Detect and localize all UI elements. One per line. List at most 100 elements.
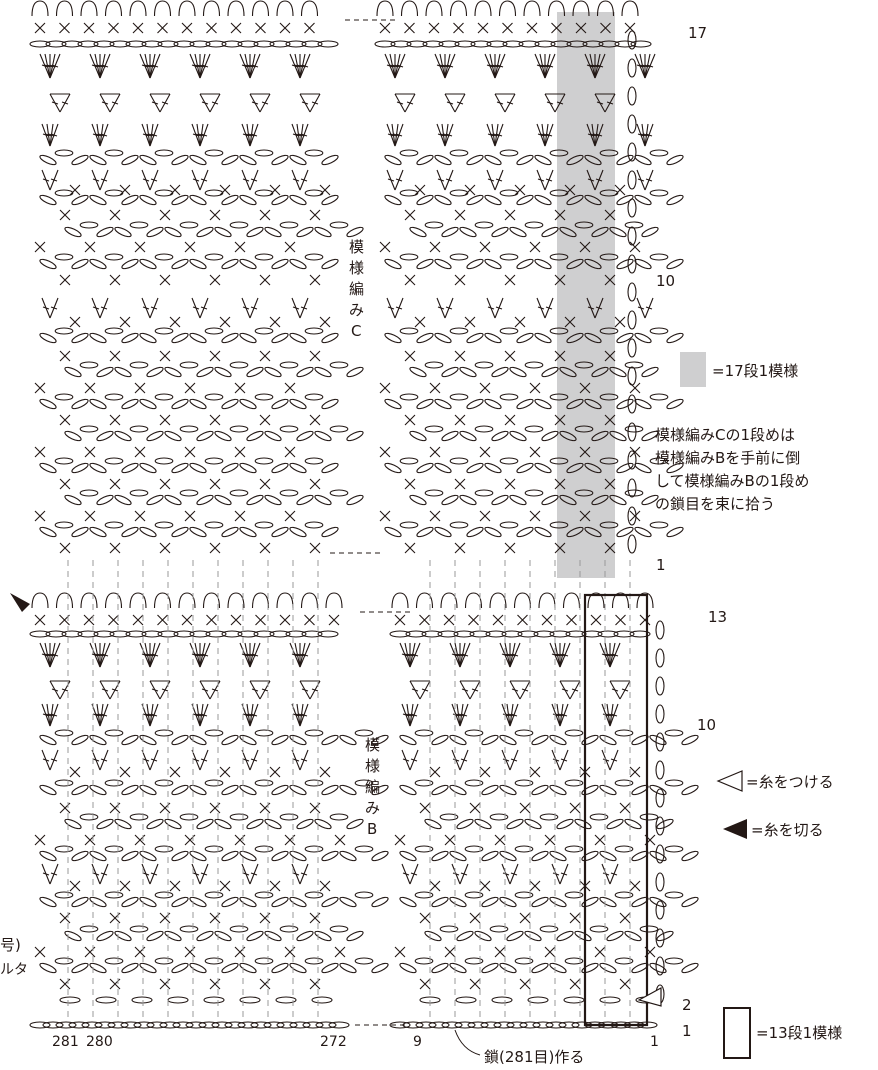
single-crochet-stitch [454,478,466,490]
chain-stitch [129,925,149,933]
chain-stitch [71,896,89,908]
single-crochet-stitch [429,241,441,253]
legend-cut-yarn-icon [723,819,747,839]
chain-stitch [173,40,195,48]
chain-stitch [204,327,224,335]
chain-stitch [484,258,502,270]
chain-stitch [301,40,323,48]
chain-stitch [456,930,474,942]
chain-stitch [139,734,157,746]
row-label-c-1: 1 [656,556,666,574]
chain-stitch [104,729,124,737]
single-crochet-stitch [454,542,466,554]
picot-stitch [636,592,654,609]
chain-stitch [599,521,619,529]
picot-stitch [498,0,517,17]
legend-join-yarn-icon [716,770,743,792]
chain-stitch [549,896,567,908]
chain-stitch [71,850,89,862]
chain-stitch [39,962,57,974]
single-crochet-stitch [604,414,616,426]
chain-stitch [64,930,82,942]
stitch-label-281: 281 [52,1034,79,1050]
row-label-b-10: 10 [697,716,716,734]
chain-stitch [449,393,469,401]
chain-stitch [289,850,307,862]
chain-stitch [329,489,349,497]
chain-stitch [416,194,434,206]
picot-stitch [31,592,49,609]
chain-stitch [664,729,684,737]
chain-stitch [54,327,74,335]
chain-stitch [301,630,323,638]
chain-stitch [96,366,114,378]
svg-text:C: C [351,322,361,340]
single-crochet-stitch [59,414,71,426]
chain-stitch [171,332,189,344]
chain-stitch [614,957,634,965]
single-crochet-stitch [594,834,606,846]
picot-stitch [227,0,245,17]
chain-stitch [89,734,107,746]
chain-stitch [481,734,499,746]
chain-stitch [279,489,299,497]
single-crochet-stitch [119,184,131,196]
chain-stitch [121,194,139,206]
single-crochet-stitch [529,446,541,458]
chain-stitch [599,327,619,335]
picot-stitch [31,0,49,17]
chain-stitch [311,996,333,1004]
chain-stitch [431,784,449,796]
chain-stitch [514,779,534,787]
picot-stitch [513,592,532,609]
chain-stitch [154,891,174,899]
single-crochet-stitch [269,880,281,892]
chain-stitch [627,226,637,246]
chain-stitch [399,457,419,465]
chain-stitch [254,189,274,197]
chain-stitch [139,332,157,344]
picot-stitch [523,0,541,17]
chain-stitch [271,154,289,166]
chain-stitch [664,957,684,965]
chain-stitch [139,896,157,908]
chain-stitch [221,962,239,974]
chain-stitch [54,891,74,899]
chain-stitch [139,194,157,206]
chain-stitch [666,398,684,410]
single-crochet-stitch [529,766,541,778]
single-crochet-stitch [34,22,46,34]
svg-text:み: み [349,301,364,319]
chain-stitch [630,40,652,48]
chain-stitch [474,489,494,497]
chain-stitch [271,258,289,270]
chain-stitch [321,962,339,974]
chain-stitch [399,253,419,261]
chain-stitch [79,813,99,821]
chain-stitch [629,630,651,638]
single-crochet-stitch [629,766,641,778]
chain-stitch [139,398,157,410]
chain-stitch [434,398,452,410]
single-crochet-stitch [159,274,171,286]
chain-stitch [627,366,637,386]
chain-stitch [614,40,636,48]
chain-stitch [599,189,619,197]
chain-stitch [616,332,634,344]
chain-stitch [129,361,149,369]
single-crochet-stitch [184,382,196,394]
chain-stitch [89,526,107,538]
single-crochet-stitch [59,478,71,490]
picot-stitch [464,592,483,609]
chain-stitch [269,630,291,638]
row-label-b-2: 2 [682,996,692,1014]
chain-stitch [315,1021,337,1029]
chain-stitch [416,462,434,474]
chain-stitch [354,957,374,965]
chain-stitch [205,40,227,48]
single-crochet-stitch [404,542,416,554]
chain-stitch [276,1021,298,1029]
chain-stitch [649,393,669,401]
chain-stitch [39,258,57,270]
chain-stitch [104,189,124,197]
